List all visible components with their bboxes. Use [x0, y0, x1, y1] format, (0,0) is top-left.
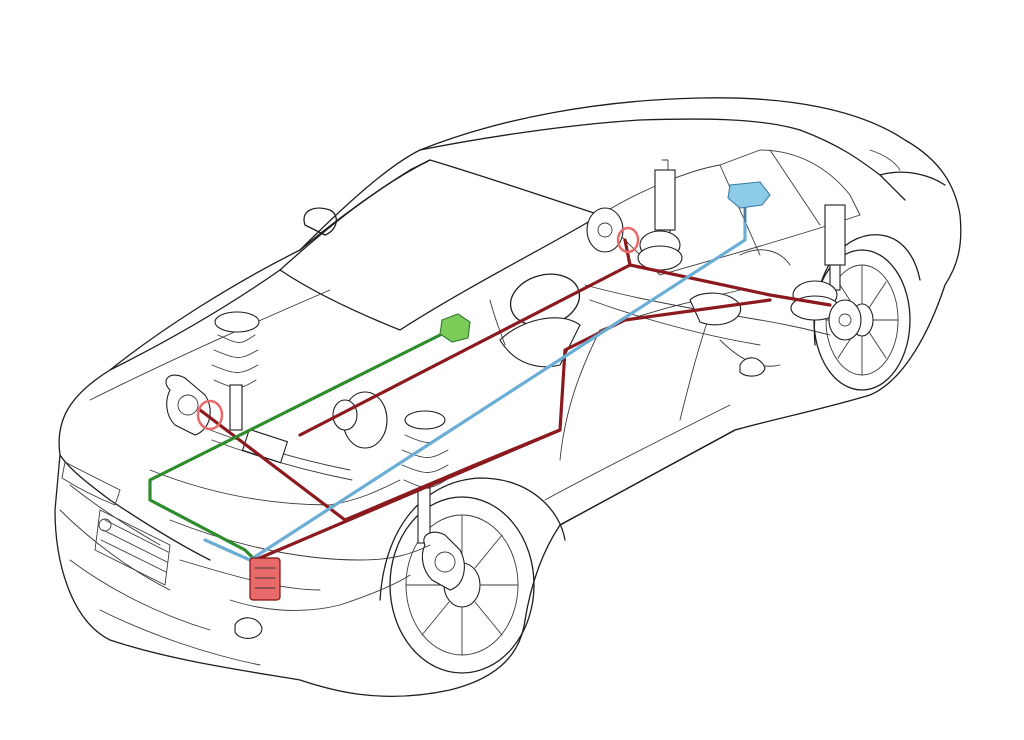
front-left-strut: [211, 311, 260, 431]
rear-left-brake-highlight: [616, 226, 640, 254]
front-control-module: [249, 557, 281, 601]
rear-left-brake: [586, 207, 624, 253]
steering-rack: [209, 428, 353, 481]
front-right-brake: [421, 531, 465, 591]
front-right-strut: [401, 410, 449, 544]
brake-booster: [332, 391, 388, 449]
rear-right-brake: [828, 299, 862, 341]
rear-right-wheel: [813, 249, 911, 391]
front-left-brake-highlight: [196, 399, 224, 431]
rear-left-airspring: [637, 230, 683, 271]
wiring-harness-green: [148, 328, 452, 562]
front-right-wheel: [389, 496, 535, 674]
front-subframe: [149, 469, 431, 639]
rear-right-shock: [824, 204, 846, 291]
rear-height-sensor-module: [727, 181, 771, 223]
front-sensor-module: [439, 313, 471, 343]
wiring-harness-red: [198, 238, 832, 562]
steering-wheel: [489, 273, 581, 368]
